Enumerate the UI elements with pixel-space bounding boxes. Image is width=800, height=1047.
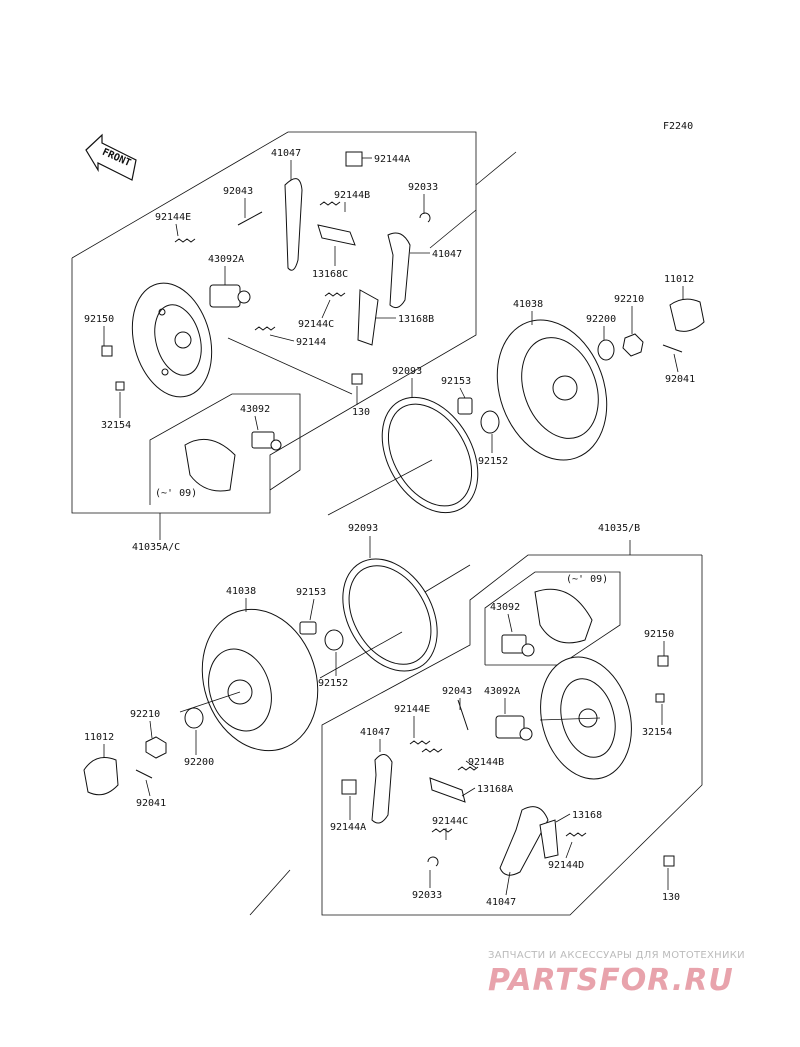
brake-drum-41038-top bbox=[496, 319, 608, 461]
lever-13168 bbox=[539, 819, 559, 859]
label-92200-bottom: 92200 bbox=[184, 757, 214, 768]
label-41047-top-a: 41047 bbox=[271, 148, 301, 159]
label-13168B-top: 13168B bbox=[398, 314, 434, 325]
leader-lines-top bbox=[103, 157, 684, 540]
label-130-top: 130 bbox=[352, 407, 370, 418]
label-92043-bottom: 92043 bbox=[442, 686, 472, 697]
label-92144C-top: 92144C bbox=[298, 319, 334, 330]
label-41038-bottom: 41038 bbox=[226, 586, 256, 597]
label-43092A-top: 43092A bbox=[208, 254, 244, 265]
pins-bottom bbox=[341, 655, 675, 867]
brake-shoe-41047-top-b bbox=[387, 232, 411, 309]
watermark-logo[interactable]: PARTSFOR.RU bbox=[488, 963, 734, 998]
label-32154-top: 32154 bbox=[101, 420, 131, 431]
label-92093-top: 92093 bbox=[392, 366, 422, 377]
label-13168C-top: 13168C bbox=[312, 269, 348, 280]
figure-code: F2240 bbox=[663, 121, 693, 132]
leader-lines-bottom bbox=[103, 536, 669, 916]
label-92144E-bottom: 92144E bbox=[394, 704, 430, 715]
label-41035B: 41035/B bbox=[598, 523, 640, 534]
label-92033-top: 92033 bbox=[408, 182, 438, 193]
label-41047-bottom-a: 41047 bbox=[360, 727, 390, 738]
lever-13168B bbox=[357, 289, 379, 346]
label-92150-top: 92150 bbox=[84, 314, 114, 325]
label-92144D-bottom: 92144D bbox=[548, 860, 584, 871]
label-92152-top: 92152 bbox=[478, 456, 508, 467]
hub-parts-top bbox=[457, 298, 705, 434]
label-11012-top: 11012 bbox=[664, 274, 694, 285]
label-41035AC: 41035A/C bbox=[132, 542, 180, 553]
watermark-subtitle: ЗАПЧАСТИ И АКСЕССУАРЫ ДЛЯ МОТОТЕХНИКИ bbox=[488, 950, 745, 961]
label-92144-top: 92144 bbox=[296, 337, 326, 348]
pins-top bbox=[101, 151, 431, 391]
label-92210-bottom: 92210 bbox=[130, 709, 160, 720]
label-41047-bottom-b: 41047 bbox=[486, 897, 516, 908]
front-arrow-icon: FRONT bbox=[85, 133, 137, 181]
wheel-cylinder-43092-top bbox=[184, 431, 282, 492]
label-92144A-top: 92144A bbox=[374, 154, 410, 165]
label-92144B-bottom: 92144B bbox=[468, 757, 504, 768]
label-92210-top: 92210 bbox=[614, 294, 644, 305]
wheel-cylinder-43092A-bottom bbox=[495, 715, 533, 741]
brake-panel-right-bottom bbox=[540, 656, 632, 780]
brake-shoe-41047-bottom-b bbox=[499, 806, 549, 876]
label-92200-top: 92200 bbox=[586, 314, 616, 325]
seal-92093-top bbox=[381, 396, 479, 514]
label-43092-bottom: 43092 bbox=[490, 602, 520, 613]
label-92043-top: 92043 bbox=[223, 186, 253, 197]
label-43092A-bottom: 43092A bbox=[484, 686, 520, 697]
label-13168A-bottom: 13168A bbox=[477, 784, 513, 795]
label-92153-bottom: 92153 bbox=[296, 587, 326, 598]
wheel-cylinder-43092-bottom bbox=[501, 588, 593, 657]
label-43092-top: 43092 bbox=[240, 404, 270, 415]
label-92093-bottom: 92093 bbox=[348, 523, 378, 534]
label-41038-top: 41038 bbox=[513, 299, 543, 310]
label-32154-bottom: 32154 bbox=[642, 727, 672, 738]
hub-parts-bottom bbox=[83, 621, 344, 796]
label-92144B-top: 92144B bbox=[334, 190, 370, 201]
label-41047-top-b: 41047 bbox=[432, 249, 462, 260]
label-92041-top: 92041 bbox=[665, 374, 695, 385]
adjuster-13168C bbox=[317, 224, 356, 246]
label-92144E-top: 92144E bbox=[155, 212, 191, 223]
top-assembly-frame bbox=[71, 131, 517, 514]
label-92144A-bottom: 92144A bbox=[330, 822, 366, 833]
brake-drum-41038-bottom bbox=[201, 608, 319, 752]
spring-icons-top bbox=[174, 201, 346, 331]
label-09-top: (~' 09) bbox=[155, 488, 197, 499]
brake-shoe-41047-bottom-a bbox=[371, 754, 393, 824]
spring-icons-bottom bbox=[409, 740, 587, 837]
brake-panel-left-top bbox=[131, 282, 213, 398]
brake-shoe-41047-top-a bbox=[284, 178, 303, 271]
label-92150-bottom: 92150 bbox=[644, 629, 674, 640]
label-92033-bottom: 92033 bbox=[412, 890, 442, 901]
label-130-bottom: 130 bbox=[662, 892, 680, 903]
label-09-bottom: (~' 09) bbox=[566, 574, 608, 585]
label-92041-bottom: 92041 bbox=[136, 798, 166, 809]
label-92144C-bottom: 92144C bbox=[432, 816, 468, 827]
adjuster-13168A bbox=[429, 777, 466, 803]
wheel-cylinder-43092A-top bbox=[209, 284, 251, 308]
label-92153-top: 92153 bbox=[441, 376, 471, 387]
label-11012-bottom: 11012 bbox=[84, 732, 114, 743]
label-92152-bottom: 92152 bbox=[318, 678, 348, 689]
seal-92093-bottom bbox=[342, 558, 438, 672]
label-13168-bottom: 13168 bbox=[572, 810, 602, 821]
